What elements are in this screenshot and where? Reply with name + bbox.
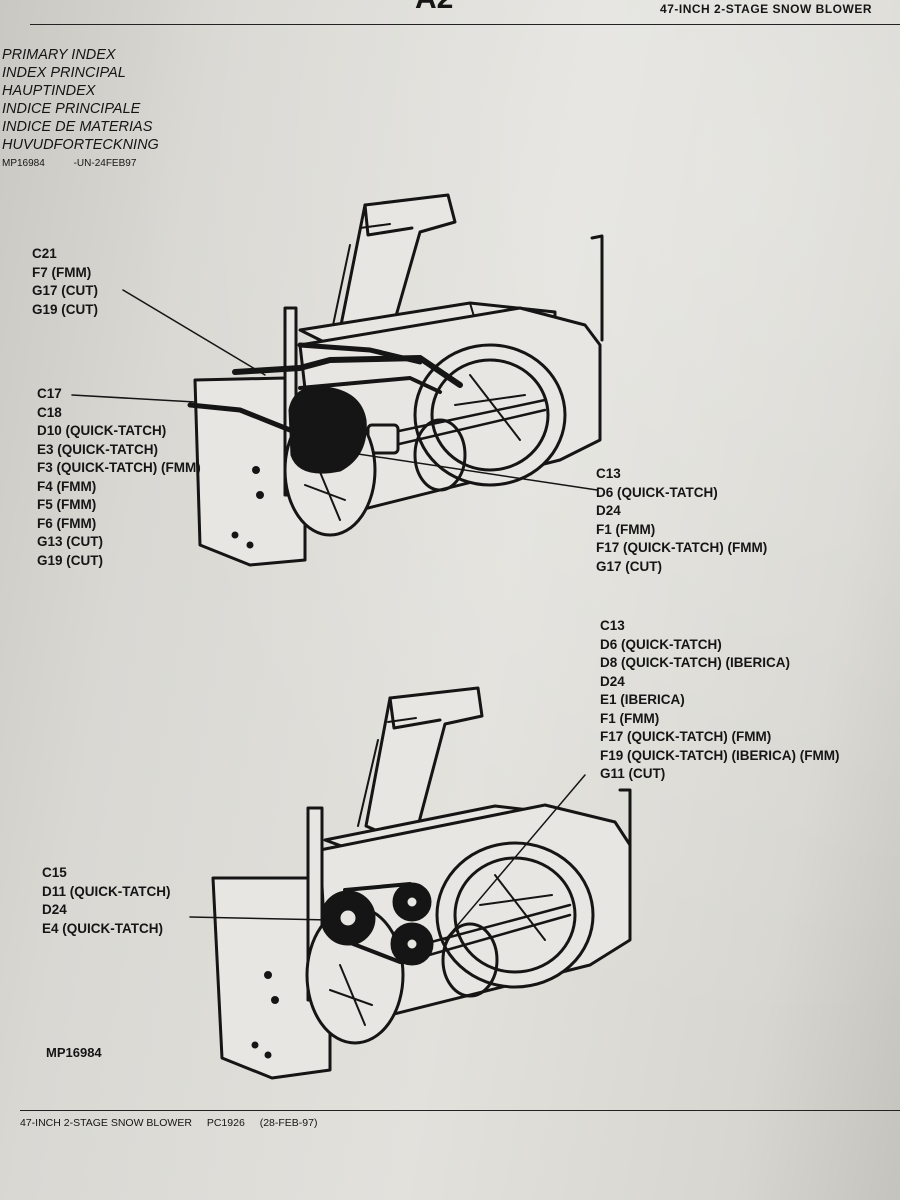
index-line: INDICE PRINCIPALE (2, 101, 141, 117)
callout-item: D8 (QUICK-TATCH) (IBERICA) (600, 655, 790, 670)
upper-snow-blower-drawing (71, 193, 604, 567)
callout-item: G19 (CUT) (32, 301, 99, 317)
index-line: INDICE DE MATERIAS (2, 119, 153, 135)
lower-snow-blower-drawing (189, 686, 632, 1080)
callout-item: C13 (596, 466, 621, 481)
callout-item: C15 (42, 865, 67, 880)
callout-item: G19 (CUT) (37, 552, 104, 568)
callout-item: D24 (42, 902, 67, 917)
callout-item: E3 (QUICK-TATCH) (37, 441, 158, 457)
callout-item: F5 (FMM) (37, 497, 97, 512)
callout-item: G11 (CUT) (600, 766, 666, 781)
callout-item: F6 (FMM) (37, 515, 97, 531)
callout-item: G17 (CUT) (596, 558, 663, 574)
callout-item: F7 (FMM) (32, 264, 92, 280)
callout-group-upper-left-1: C21 F7 (FMM) G17 (CUT) G19 (CUT) (32, 245, 98, 319)
callout-item: G17 (CUT) (32, 283, 99, 298)
figure-number: MP16984 (2, 158, 45, 169)
index-line: INDEX PRINCIPAL (2, 65, 126, 81)
footer-rule (20, 1110, 900, 1111)
header-rule (30, 24, 900, 25)
callout-item: D6 (QUICK-TATCH) (600, 636, 722, 652)
callout-item: F17 (QUICK-TATCH) (FMM) (596, 540, 768, 555)
footer-date: (28-FEB-97) (259, 1117, 318, 1129)
index-line: HUVUDFORTECKNING (2, 137, 159, 153)
callout-item: C18 (37, 404, 62, 420)
callout-item: E4 (QUICK-TATCH) (42, 920, 163, 936)
page-footer: 47-INCH 2-STAGE SNOW BLOWER PC1926 (28-F… (20, 1117, 329, 1129)
figure-code: -UN-24FEB97 (73, 158, 137, 169)
callout-item: D6 (QUICK-TATCH) (596, 484, 718, 500)
callout-item: F3 (QUICK-TATCH) (FMM) (37, 460, 201, 475)
callout-item: F19 (QUICK-TATCH) (IBERICA) (FMM) (600, 747, 840, 763)
callout-item: F1 (FMM) (600, 710, 660, 726)
footer-code: PC1926 (206, 1117, 245, 1129)
footer-title: 47-INCH 2-STAGE SNOW BLOWER (20, 1117, 192, 1129)
callout-item: E1 (IBERICA) (600, 692, 685, 707)
callout-item: F17 (QUICK-TATCH) (FMM) (600, 729, 772, 744)
callout-item: C13 (600, 618, 625, 633)
callout-group-upper-left-2: C17 C18 D10 (QUICK-TATCH) E3 (QUICK-TATC… (37, 385, 201, 570)
callout-item: D24 (596, 503, 621, 518)
figure-reference: MP16984 -UN-24FEB97 (2, 158, 162, 169)
callout-group-lower-right: C13 D6 (QUICK-TATCH) D8 (QUICK-TATCH) (I… (600, 617, 839, 784)
page-header-title: 47-INCH 2-STAGE SNOW BLOWER (660, 2, 872, 16)
callout-group-upper-right: C13 D6 (QUICK-TATCH) D24 F1 (FMM) F17 (Q… (596, 465, 767, 576)
callout-item: D10 (QUICK-TATCH) (37, 423, 167, 438)
callout-item: D24 (600, 673, 625, 689)
page-letter: A2 (415, 0, 453, 16)
callout-item: F4 (FMM) (37, 478, 97, 494)
callout-item: D11 (QUICK-TATCH) (42, 883, 171, 899)
index-title-block: PRIMARY INDEX INDEX PRINCIPAL HAUPTINDEX… (2, 46, 159, 154)
callout-item: C21 (32, 246, 57, 261)
index-line: HAUPTINDEX (2, 83, 96, 99)
figure-label: MP16984 (46, 1045, 102, 1060)
callout-item: C17 (37, 386, 62, 401)
callout-item: F1 (FMM) (596, 521, 656, 537)
index-line: PRIMARY INDEX (2, 47, 116, 63)
callout-group-lower-left: C15 D11 (QUICK-TATCH) D24 E4 (QUICK-TATC… (42, 864, 171, 938)
callout-item: G13 (CUT) (37, 534, 104, 549)
